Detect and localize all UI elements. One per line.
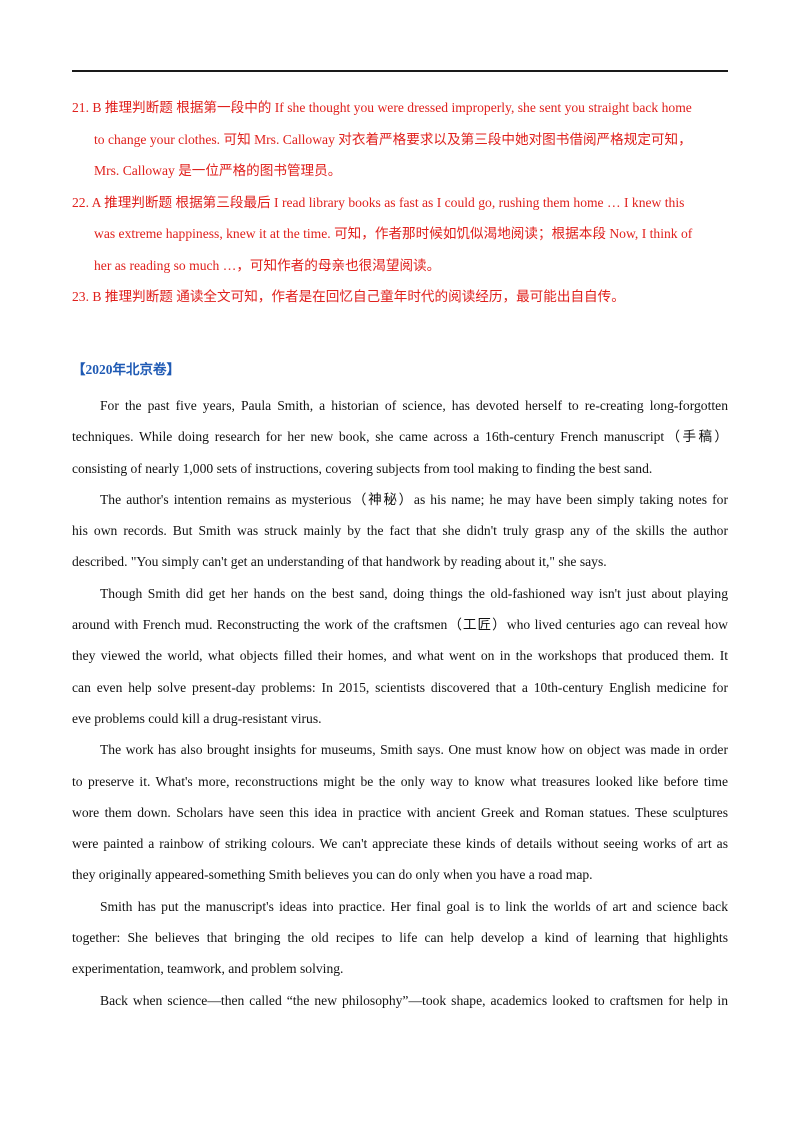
paragraph-6: Back when science—then called “the new p… xyxy=(72,985,728,1016)
answer-line: 23. B 推理判断题 通读全文可知，作者是在回忆自己童年时代的阅读经历，最可能… xyxy=(72,289,625,304)
paragraph-3: Though Smith did get her hands on the be… xyxy=(72,578,728,734)
text-line: Back when science—then called “the new p… xyxy=(100,992,728,1008)
paragraph-1: For the past five years, Paula Smith, a … xyxy=(72,390,728,484)
reading-passage: For the past five years, Paula Smith, a … xyxy=(72,390,728,1016)
text-line: described. "You simply can't get an unde… xyxy=(72,554,607,570)
text-line: Though Smith did get her hands on the be… xyxy=(100,585,728,601)
text-line: experimentation, teamwork, and problem s… xyxy=(72,961,344,977)
answer-line: Mrs. Calloway 是一位严格的图书管理员。 xyxy=(94,163,342,178)
text-line: eve problems could kill a drug-resistant… xyxy=(72,710,322,726)
answer-item-22: 22. A 推理判断题 根据第三段最后 I read library books… xyxy=(72,187,732,282)
text-line: consisting of nearly 1,000 sets of instr… xyxy=(72,460,653,476)
text-line: techniques. While doing research for her… xyxy=(72,429,728,445)
text-line: around with French mud. Reconstructing t… xyxy=(72,617,728,633)
text-line: For the past five years, Paula Smith, a … xyxy=(100,398,728,413)
paragraph-2: The author's intention remains as myster… xyxy=(72,484,728,578)
text-line: wore them down. Scholars have seen this … xyxy=(72,804,728,820)
text-line: they viewed the world, what objects fill… xyxy=(72,648,728,664)
answer-line: her as reading so much …，可知作者的母亲也很渴望阅读。 xyxy=(94,257,441,273)
paragraph-5: Smith has put the manuscript's ideas int… xyxy=(72,891,728,985)
text-line: were painted a rainbow of striking colou… xyxy=(72,836,728,852)
text-line: can even help solve present-day problems… xyxy=(72,679,728,695)
text-line: they originally appeared-something Smith… xyxy=(72,867,593,883)
answer-line: to change your clothes. 可知 Mrs. Calloway… xyxy=(94,131,692,147)
text-line: Smith has put the manuscript's ideas int… xyxy=(100,898,728,914)
answer-explanations: 21. B 推理判断题 根据第一段中的 If she thought you w… xyxy=(72,92,732,313)
answer-item-21: 21. B 推理判断题 根据第一段中的 If she thought you w… xyxy=(72,92,732,187)
text-line: together: She believes that bringing the… xyxy=(72,930,728,946)
text-line: The work has also brought insights for m… xyxy=(100,742,728,758)
top-divider-rule xyxy=(72,70,728,72)
paragraph-4: The work has also brought insights for m… xyxy=(72,734,728,890)
answer-line: 21. B 推理判断题 根据第一段中的 If she thought you w… xyxy=(72,100,692,115)
answer-line: 22. A 推理判断题 根据第三段最后 I read library books… xyxy=(72,194,685,210)
answer-item-23: 23. B 推理判断题 通读全文可知，作者是在回忆自己童年时代的阅读经历，最可能… xyxy=(72,281,732,313)
section-title: 【2020年北京卷】 xyxy=(72,362,180,377)
text-line: The author's intention remains as myster… xyxy=(100,491,728,507)
answer-line: was extreme happiness, knew it at the ti… xyxy=(94,226,693,241)
text-line: his own records. But Smith was struck ma… xyxy=(72,523,728,539)
text-line: to preserve it. What's more, reconstruct… xyxy=(72,773,728,789)
